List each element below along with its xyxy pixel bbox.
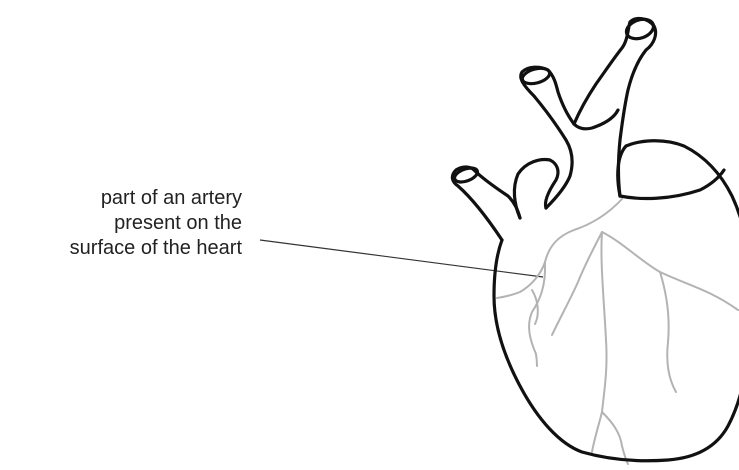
artery-right-descending <box>660 272 676 392</box>
coronary-arteries <box>497 199 738 464</box>
vessel-mid-connector <box>521 67 574 208</box>
vessel-left-stub <box>452 167 520 240</box>
vessel-middle-lower <box>514 160 558 218</box>
vessel-aorta-opening <box>624 16 656 42</box>
artery-anterior <box>552 232 602 335</box>
artery-right-branch <box>602 232 738 310</box>
artery-central <box>592 232 607 452</box>
heart-outline <box>452 16 739 461</box>
atrium-edge <box>620 170 724 198</box>
vessel-aorta <box>574 19 656 196</box>
